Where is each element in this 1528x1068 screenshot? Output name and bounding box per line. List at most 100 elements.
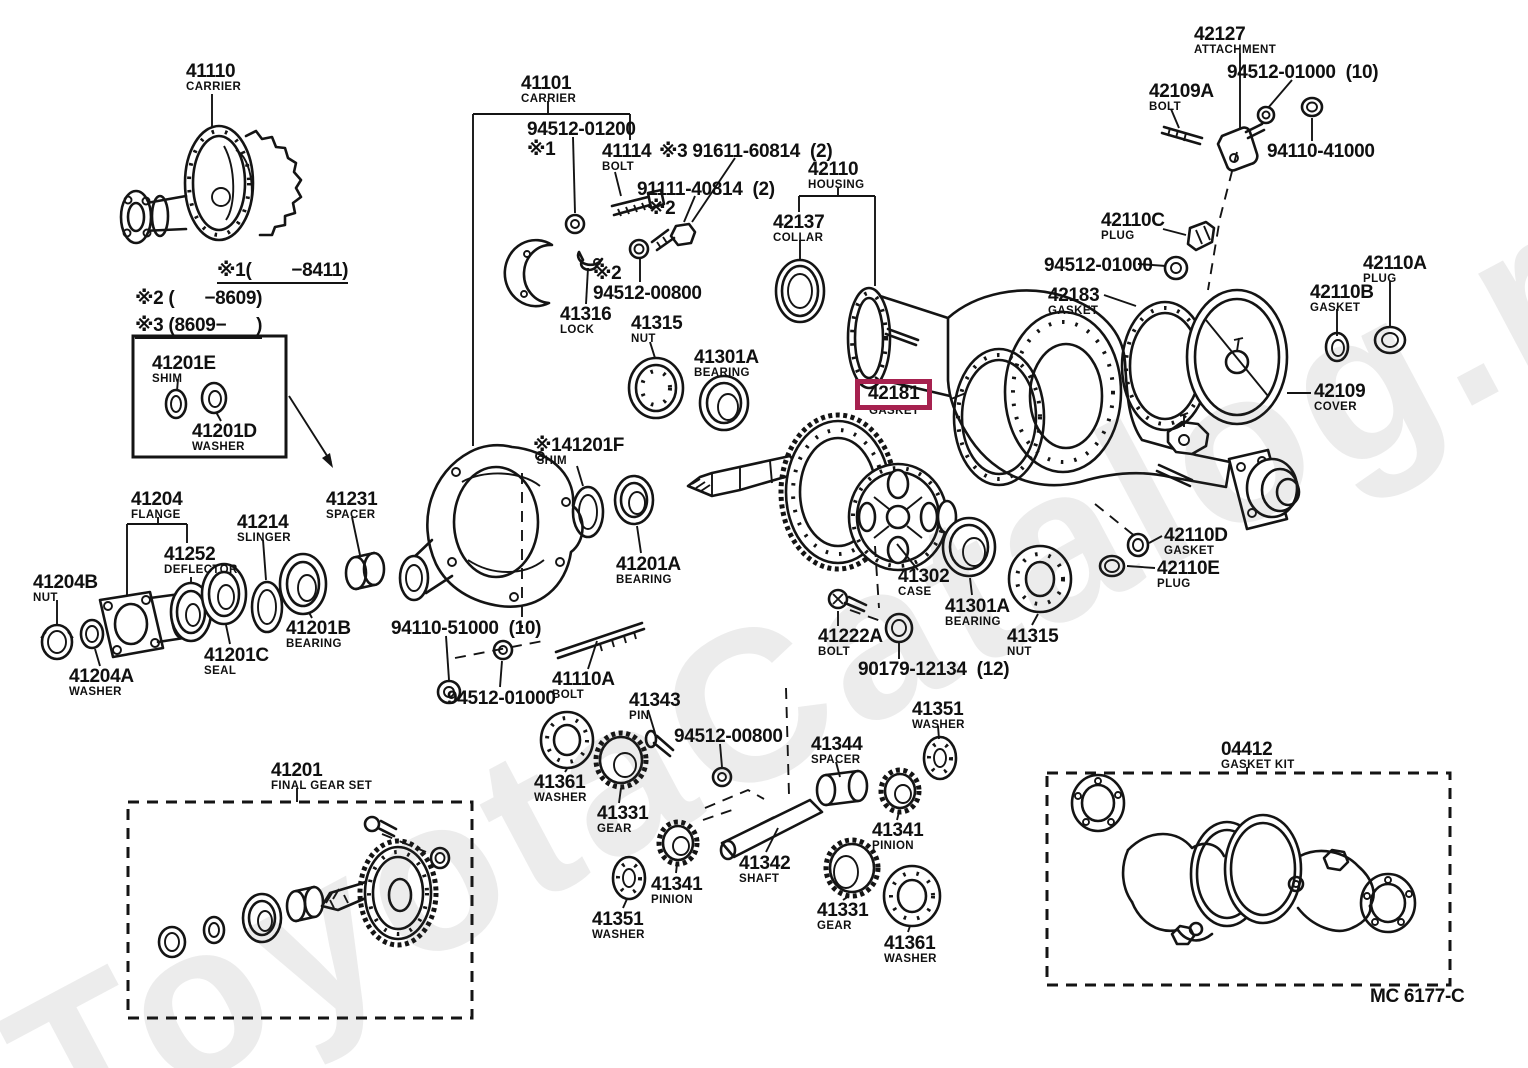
- part-label-line: WASHER: [192, 440, 245, 453]
- part-label-line: 41301A: [694, 347, 759, 368]
- part-label-legend-2: ※2 ( −8609): [135, 289, 263, 309]
- part-label-line: 41331: [817, 900, 869, 921]
- part-label-line: 41331: [597, 803, 649, 824]
- part-label-line: 41252: [164, 544, 216, 565]
- part-label-line: BOLT: [1149, 100, 1182, 113]
- attachment-and-plugs: [1137, 53, 1407, 363]
- part-label-legend-1: ※1( −8411): [217, 261, 348, 284]
- part-label-line: BEARING: [945, 615, 1001, 628]
- part-label-line: 90179-12134 (12): [858, 659, 1010, 680]
- part-label-line: SHIM: [533, 454, 567, 467]
- part-label-line: BEARING: [616, 573, 672, 586]
- part-label-line: WASHER: [592, 928, 645, 941]
- part-label-line: ※3 (8609− ): [135, 316, 263, 339]
- part-label-line: 41204A: [69, 666, 134, 687]
- part-label-line: 41201: [271, 760, 323, 781]
- part-label-line: 41204B: [33, 572, 98, 593]
- part-label-line: CARRIER: [521, 92, 577, 105]
- part-label-94512-00800-b: 94512-00800: [674, 727, 783, 747]
- part-label-line: MC 6177-C: [1370, 986, 1465, 1007]
- part-label-line: ※1: [527, 138, 556, 160]
- part-label-line: HOUSING: [808, 178, 865, 191]
- part-label-line: 41110: [186, 61, 236, 82]
- part-label-line: 42110B: [1310, 282, 1374, 303]
- part-label-line: 41343: [629, 690, 681, 711]
- part-label-line: PINION: [651, 893, 694, 906]
- part-label-line: 94110-51000 (10): [391, 618, 542, 639]
- part-label-line: 41341: [872, 820, 924, 841]
- part-label-line: GASKET: [869, 404, 920, 417]
- part-label-line: 41341: [651, 874, 703, 895]
- part-label-line: 41201E: [152, 353, 216, 374]
- part-label-line: GEAR: [597, 822, 632, 835]
- part-label-line: 41201D: [192, 421, 257, 442]
- part-label-line: ATTACHMENT: [1194, 43, 1277, 56]
- part-label-line: 41316: [560, 304, 612, 325]
- part-label-line: SLINGER: [237, 531, 291, 544]
- part-label-line: COVER: [1314, 400, 1357, 413]
- axle-housing-drawing: [774, 188, 1232, 489]
- part-label-line: 41315: [1007, 626, 1059, 647]
- part-label-line: ※3 91611-60814 (2): [659, 141, 833, 162]
- highlight-box: 42181: [855, 379, 933, 410]
- part-label-line: 94512-01000: [447, 688, 556, 709]
- part-label-line: 94110-41000: [1267, 141, 1375, 162]
- part-label-line: LOCK: [560, 323, 595, 336]
- part-label-doc-code: MC 6177-C: [1370, 986, 1465, 1007]
- part-label-line: GASKET: [1048, 304, 1099, 317]
- part-label-line: GASKET: [1164, 544, 1215, 557]
- part-label-line: 41351: [592, 909, 644, 930]
- part-label-line: 41222A: [818, 626, 883, 647]
- part-label-line: PIN: [629, 709, 650, 722]
- part-label-line: 42110: [808, 159, 859, 180]
- part-label-line: NUT: [631, 332, 656, 345]
- part-label-41201F: ※141201F SHIM: [533, 436, 624, 468]
- part-label-line: ※2: [593, 263, 622, 284]
- part-label-line: 42110A: [1363, 253, 1427, 274]
- part-label-line: ※1( −8411): [217, 261, 348, 284]
- part-label-94512-01000-10: 94512-01000 (10): [1227, 63, 1379, 83]
- part-label-line: 41344: [811, 734, 863, 755]
- case-fasteners: [827, 516, 1073, 659]
- part-label-line: 41214: [237, 512, 289, 533]
- gasket-kit-box: [1045, 767, 1452, 987]
- part-label-line: 41315: [631, 313, 683, 334]
- part-label-line: BOLT: [602, 160, 635, 173]
- part-label-line: 42110E: [1157, 558, 1220, 579]
- part-label-line: PLUG: [1101, 229, 1135, 242]
- part-label-94512-01200: 94512-01200※1: [527, 120, 636, 160]
- part-label-line: WASHER: [69, 685, 122, 698]
- part-label-line: 41302: [898, 566, 950, 587]
- part-label-line: 42109: [1314, 381, 1366, 402]
- part-label-line: 41361: [884, 933, 936, 954]
